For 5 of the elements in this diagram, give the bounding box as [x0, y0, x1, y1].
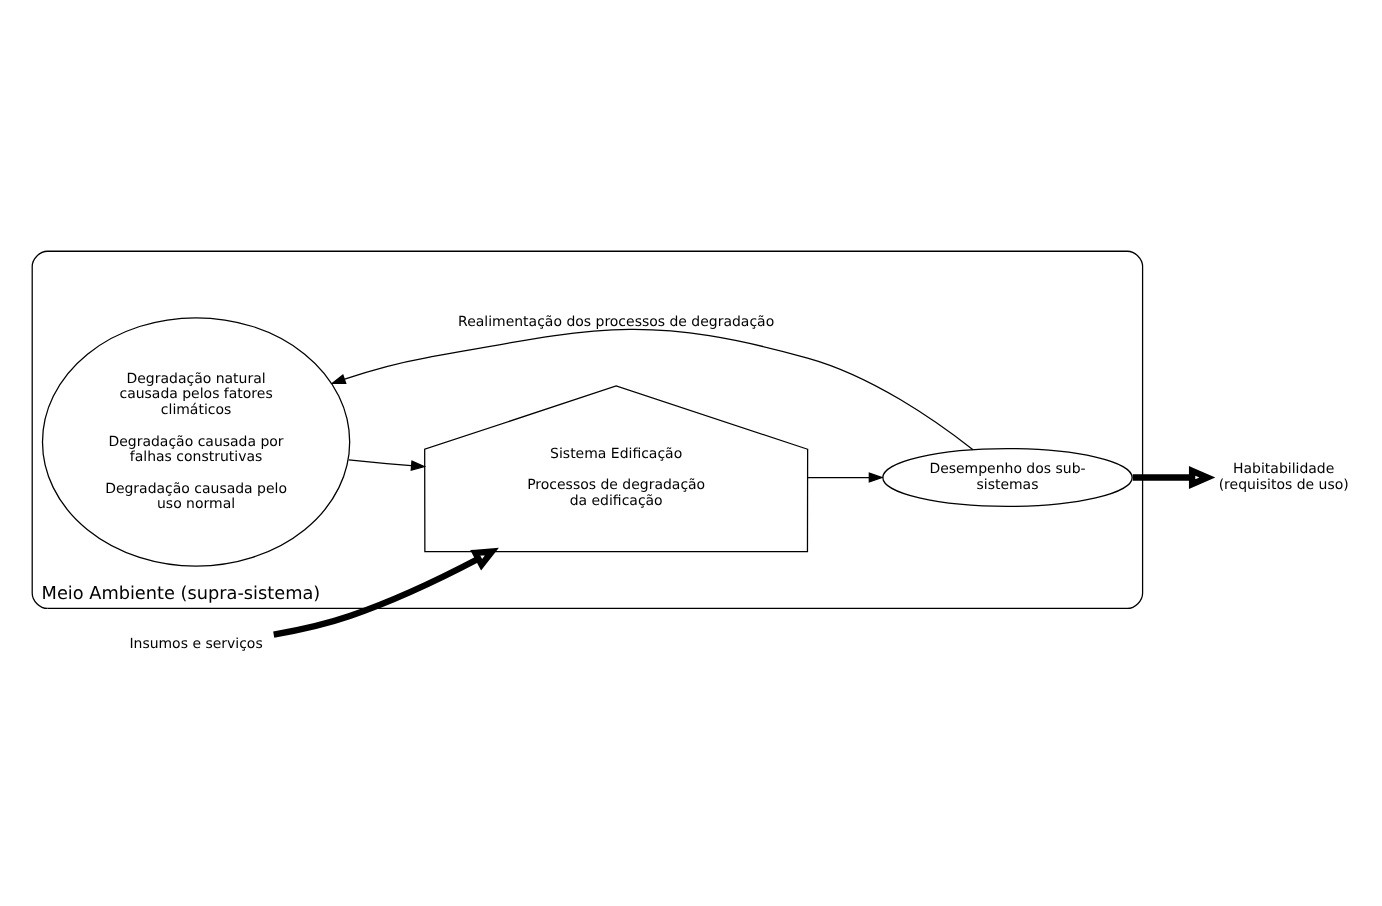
arrow — [807, 471, 884, 482]
arrow — [1132, 464, 1216, 489]
arrow — [348, 458, 427, 470]
arrow — [330, 327, 974, 450]
arrow — [273, 546, 499, 637]
